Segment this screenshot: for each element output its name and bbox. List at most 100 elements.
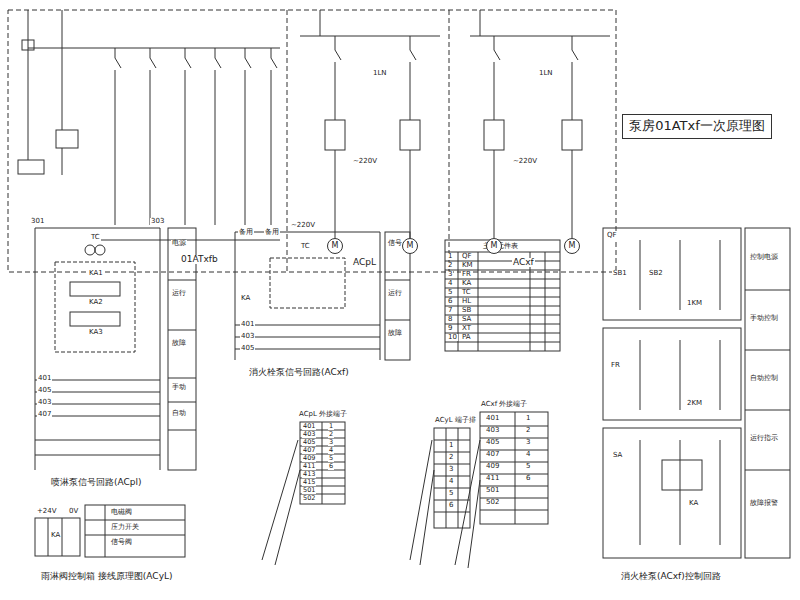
schematic-label: ACpL 外接端子: [298, 411, 348, 418]
schematic-label: 4: [525, 451, 531, 458]
schematic-label: 压力开关: [110, 524, 140, 531]
schematic-label: 自动控制: [749, 375, 779, 382]
schematic-label: 运行: [171, 290, 187, 297]
schematic-label: 2: [448, 454, 454, 461]
schematic-label: +24V: [36, 508, 58, 515]
schematic-label: 6: [328, 463, 334, 470]
schematic-label: KA: [688, 500, 699, 507]
schematic-label: 501: [485, 487, 500, 494]
schematic-label: QF: [606, 232, 618, 239]
schematic-label: KA2: [88, 299, 104, 306]
schematic-label: 5: [328, 455, 334, 462]
title-box: 泵房01ATxf一次原理图: [622, 114, 772, 139]
schematic-label: SB1: [612, 270, 628, 277]
motor-symbol: M: [332, 242, 339, 251]
schematic-label: 403: [37, 399, 52, 406]
schematic-label: 407: [302, 447, 316, 454]
motor-circle: M: [402, 238, 418, 254]
drawing-title: 泵房01ATxf一次原理图: [629, 119, 765, 133]
schematic-label: 6: [447, 298, 453, 305]
motor-symbol: M: [491, 242, 498, 251]
schematic-label: 2: [328, 431, 334, 438]
schematic-label: KM: [461, 262, 474, 269]
schematic-label: 502: [302, 495, 316, 502]
schematic-label: 控制电源: [749, 254, 779, 261]
schematic-label: TC: [300, 243, 311, 250]
schematic-label: 2: [525, 427, 531, 434]
schematic-label: 自动: [171, 410, 187, 417]
schematic-label: 0V: [68, 508, 79, 515]
schematic-label: 415: [302, 479, 316, 486]
schematic-label: KA3: [88, 329, 104, 336]
schematic-label: 雨淋阀控制箱 接线原理图(ACyL): [40, 572, 174, 581]
schematic-label: 401: [485, 415, 500, 422]
schematic-label: 10: [447, 334, 458, 341]
schematic-label: 手动: [171, 384, 187, 391]
schematic-label: 5: [525, 463, 531, 470]
schematic-label: 4: [447, 280, 453, 287]
schematic-label: 403: [485, 427, 500, 434]
schematic-label: 手动控制: [749, 315, 779, 322]
motor-circle: M: [564, 238, 580, 254]
motor-circle: M: [327, 238, 343, 254]
schematic-label: 01ATxfb: [180, 255, 219, 264]
schematic-label: KA: [461, 280, 472, 287]
schematic-label: ACpL: [352, 258, 377, 267]
motor-symbol: M: [569, 242, 576, 251]
schematic-label: 3: [448, 466, 454, 473]
schematic-label: ACyL 端子排: [434, 417, 477, 424]
schematic-label: HL: [461, 298, 472, 305]
motor-symbol: M: [407, 242, 414, 251]
schematic-label: 5: [447, 289, 453, 296]
schematic-label: FR: [610, 362, 621, 369]
schematic-label: 501: [302, 487, 316, 494]
schematic-label: 备用: [264, 229, 280, 236]
schematic-label: 喷淋泵信号回路(ACpl): [50, 478, 143, 487]
schematic-label: 9: [447, 325, 453, 332]
schematic-label: 1LN: [538, 70, 554, 77]
schematic-label: ~220V: [290, 222, 316, 229]
schematic-label: SA: [461, 316, 472, 323]
schematic-label: 故障报警: [749, 500, 779, 507]
schematic-label: 1: [328, 423, 334, 430]
schematic-label: 电磁阀: [110, 509, 133, 516]
schematic-label: 5: [448, 490, 454, 497]
schematic-label: PA: [461, 334, 472, 341]
schematic-label: TC: [461, 289, 472, 296]
schematic-label: 1LN: [372, 70, 388, 77]
schematic-label: 502: [485, 499, 500, 506]
schematic-label: 401: [302, 423, 316, 430]
schematic-label: 401: [240, 321, 255, 328]
schematic-label: 8: [447, 316, 453, 323]
schematic-label: 运行指示: [749, 435, 779, 442]
schematic-label: 7: [447, 307, 453, 314]
schematic-label: ~220V: [512, 158, 538, 165]
schematic-label: 运行: [387, 290, 403, 297]
schematic-label: 消火栓泵信号回路(ACxf): [248, 368, 350, 377]
schematic-label: 411: [302, 463, 316, 470]
schematic-label: 405: [37, 387, 52, 394]
schematic-label: 1: [448, 442, 454, 449]
schematic-label: 1: [525, 415, 531, 422]
schematic-label: 1: [447, 253, 453, 260]
schematic-label: SB: [461, 307, 472, 314]
schematic-label: 403: [240, 333, 255, 340]
schematic-label: 407: [37, 411, 52, 418]
schematic-label: 401: [37, 375, 52, 382]
schematic-label: 301: [30, 218, 45, 225]
schematic-label: KA1: [88, 270, 104, 277]
schematic-label: 405: [302, 439, 316, 446]
schematic-label: 备用: [238, 229, 254, 236]
schematic-label: XT: [461, 325, 472, 332]
schematic-label: TC: [90, 234, 101, 241]
schematic-label: KA: [50, 532, 61, 539]
schematic-label: ACxf: [512, 258, 535, 267]
schematic-label: 403: [302, 431, 316, 438]
schematic-label: 消火栓泵(ACxf)控制回路: [620, 572, 722, 581]
schematic-label: 413: [302, 471, 316, 478]
schematic-label: 3: [328, 439, 334, 446]
schematic-label: 405: [485, 439, 500, 446]
schematic-label: 303: [150, 218, 165, 225]
schematic-label: 405: [240, 345, 255, 352]
schematic-label: FR: [461, 271, 472, 278]
